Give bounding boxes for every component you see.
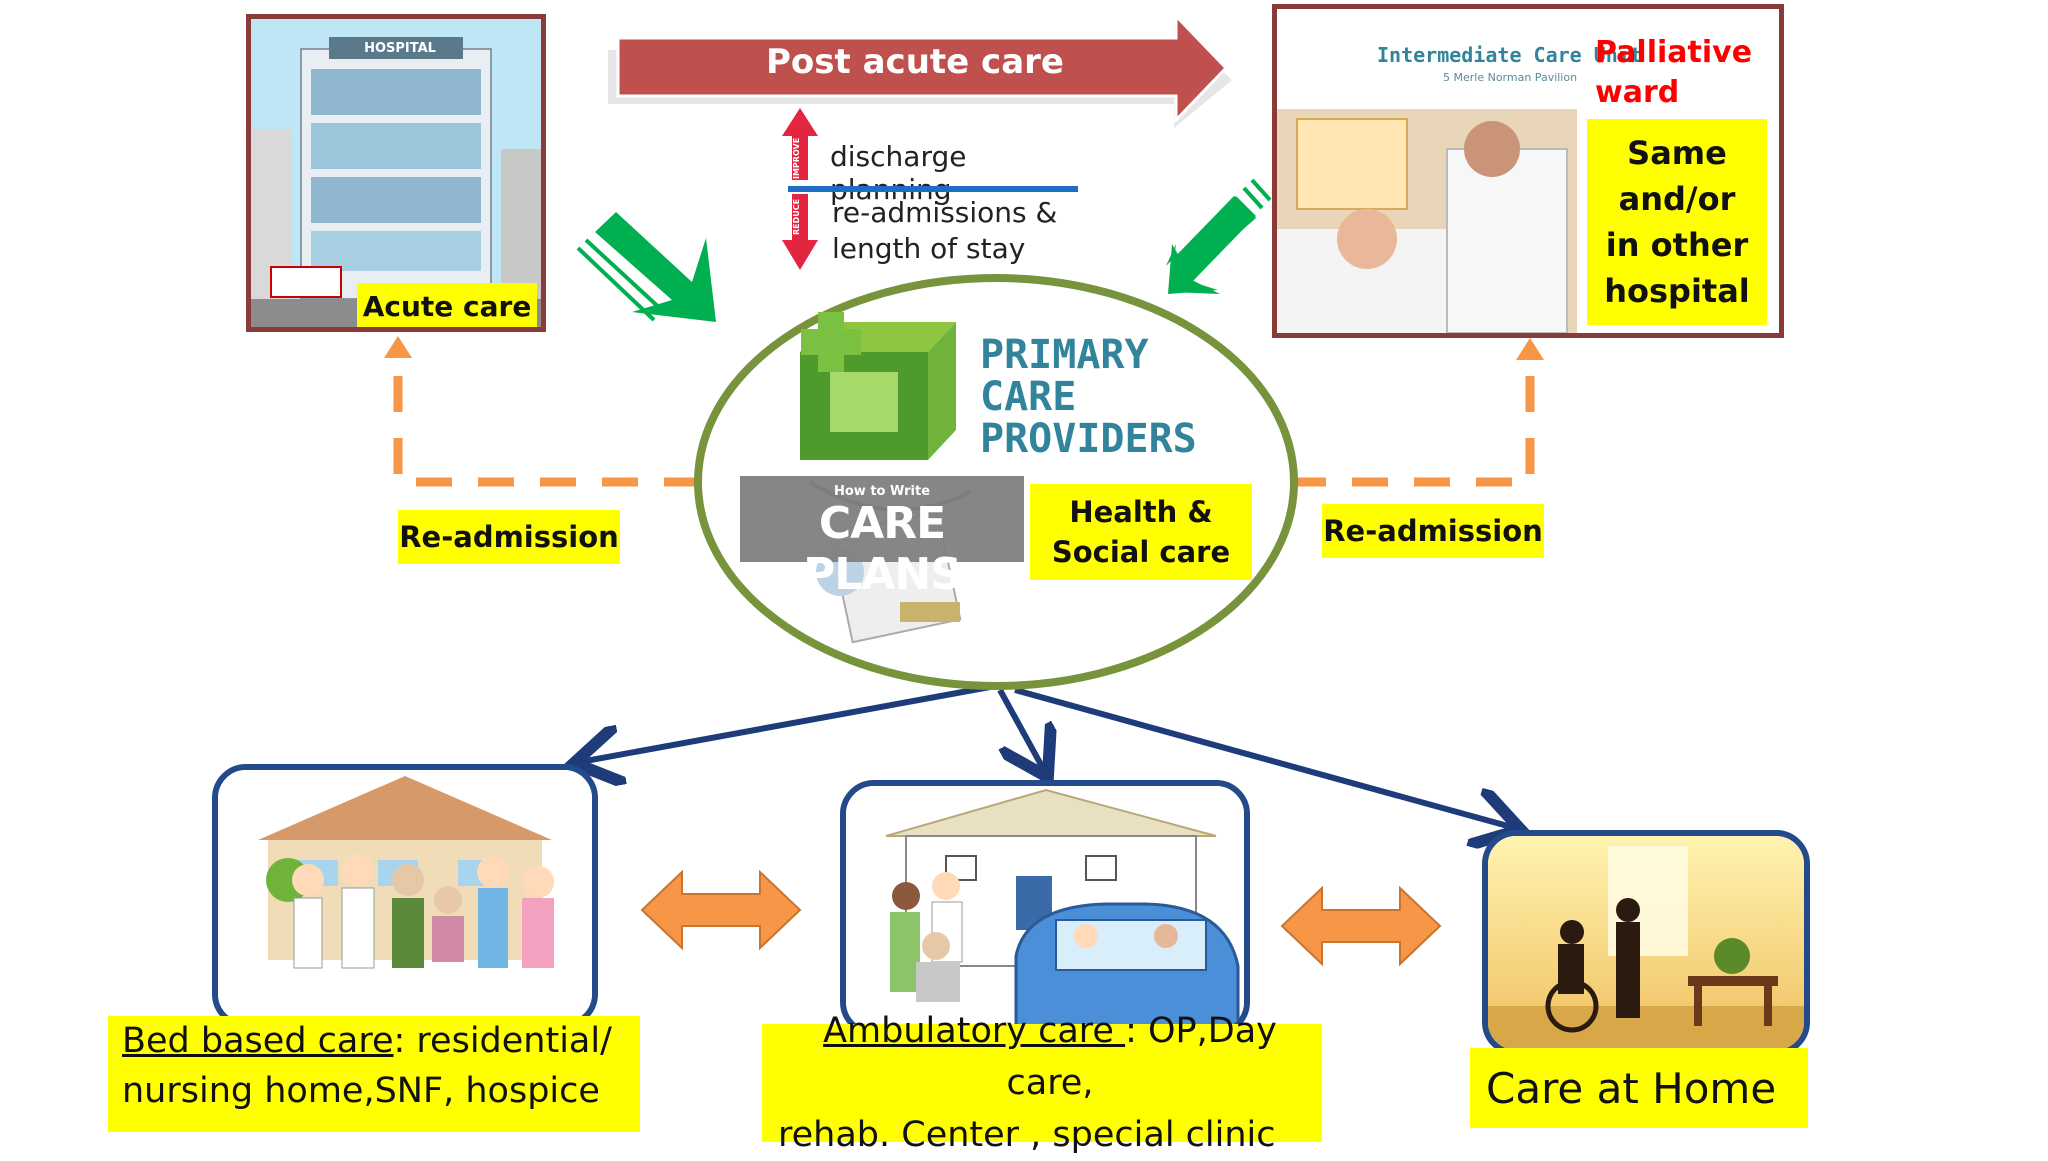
post-acute-arrow xyxy=(608,12,1232,128)
pcp-line-2: CARE xyxy=(980,374,1077,420)
care-plans-howto: How to Write xyxy=(833,484,931,499)
readmission-right-arrowhead xyxy=(1516,338,1544,360)
bed-based-line-1: Bed based care: residential/ xyxy=(122,1016,612,1066)
care-plans-title: CARE PLANS xyxy=(803,498,962,600)
bed-based-care-label: Bed based care: residential/ nursing hom… xyxy=(108,1016,640,1132)
readmission-right-path xyxy=(1290,352,1535,487)
readmission-left-path xyxy=(393,350,700,487)
discharge-planning-graphic: IMPROVE REDUCE discharge planning re-adm… xyxy=(770,106,1090,276)
palliative-line-1: Palliative xyxy=(1595,35,1753,70)
ambulatory-line-2: rehab. Center , special clinic xyxy=(778,1115,1276,1155)
palliative-line-2: ward xyxy=(1595,75,1680,110)
readmission-left-arrowhead xyxy=(384,336,412,358)
readmission-left-label: Re-admission xyxy=(398,510,620,564)
care-plans-banner xyxy=(740,476,1024,562)
arrow-to-bed-based xyxy=(580,684,991,762)
same-line-4: hospital xyxy=(1604,272,1750,310)
acute-care-box: HOSPITAL Acute care xyxy=(246,14,546,332)
improve-reduce-arrows xyxy=(782,108,818,270)
green-arrow-left xyxy=(576,212,716,322)
ambulatory-illustration xyxy=(846,786,1244,1030)
discharge-divider xyxy=(788,186,1078,192)
ambulatory-care-box xyxy=(840,780,1250,1036)
palliative-ward-box: Intermediate Care Unit 5 Merle Norman Pa… xyxy=(1272,4,1784,338)
discharge-line-3: length of stay xyxy=(832,232,1026,265)
same-line-2: and/or xyxy=(1618,180,1736,218)
icu-unit-subtitle: 5 Merle Norman Pavilion xyxy=(1443,71,1578,84)
green-cross-box-icon xyxy=(800,312,956,460)
hospital-illustration xyxy=(251,19,541,327)
arrow-to-ambulatory xyxy=(997,688,1045,772)
same-hospital-label: Same and/or in other hospital xyxy=(1587,119,1767,325)
hospital-sign: HOSPITAL xyxy=(364,40,436,56)
post-acute-label: Post acute care xyxy=(766,42,1064,82)
palliative-ward-label: Palliative ward xyxy=(1595,33,1752,113)
care-at-home-label: Care at Home xyxy=(1470,1048,1808,1128)
care-at-home-box xyxy=(1482,830,1810,1056)
bed-based-line-2: nursing home,SNF, hospice xyxy=(122,1071,600,1111)
ambulatory-rest: : OP,Day care, xyxy=(1006,1011,1277,1103)
improve-tag: IMPROVE xyxy=(792,137,801,179)
care-at-home-illustration xyxy=(1488,836,1804,1050)
double-arrow-right xyxy=(1280,885,1442,967)
acute-care-label: Acute care xyxy=(357,283,537,327)
primary-care-providers-title: PRIMARY CARE PROVIDERS xyxy=(980,334,1197,460)
readmission-right-label: Re-admission xyxy=(1322,504,1544,558)
green-arrow-right xyxy=(1166,178,1272,294)
health-social-line-2: Social care xyxy=(1051,535,1231,569)
arrow-to-home xyxy=(1014,687,1515,828)
same-line-3: in other xyxy=(1605,226,1749,264)
ambulatory-line-1: Ambulatory care : OP,Day care, xyxy=(778,1005,1322,1109)
pcp-line-3: PROVIDERS xyxy=(980,416,1197,462)
ambulatory-title: Ambulatory care xyxy=(823,1011,1126,1051)
reduce-tag: REDUCE xyxy=(792,198,801,236)
pcp-line-1: PRIMARY xyxy=(980,332,1149,378)
bed-based-title: Bed based care xyxy=(122,1021,394,1061)
health-social-care-label: Health & Social care xyxy=(1030,484,1252,580)
nursing-home-illustration xyxy=(218,770,592,1022)
bed-based-care-box xyxy=(212,764,598,1028)
double-arrow-left xyxy=(640,869,802,951)
health-social-line-1: Health & xyxy=(1069,495,1213,529)
discharge-line-2: re-admissions & xyxy=(832,196,1058,229)
icu-unit-title: Intermediate Care Unit xyxy=(1377,43,1642,67)
ambulatory-care-label: Ambulatory care : OP,Day care, rehab. Ce… xyxy=(762,1011,1322,1155)
bed-based-rest: : residential/ xyxy=(393,1021,612,1061)
same-line-1: Same xyxy=(1627,134,1727,172)
